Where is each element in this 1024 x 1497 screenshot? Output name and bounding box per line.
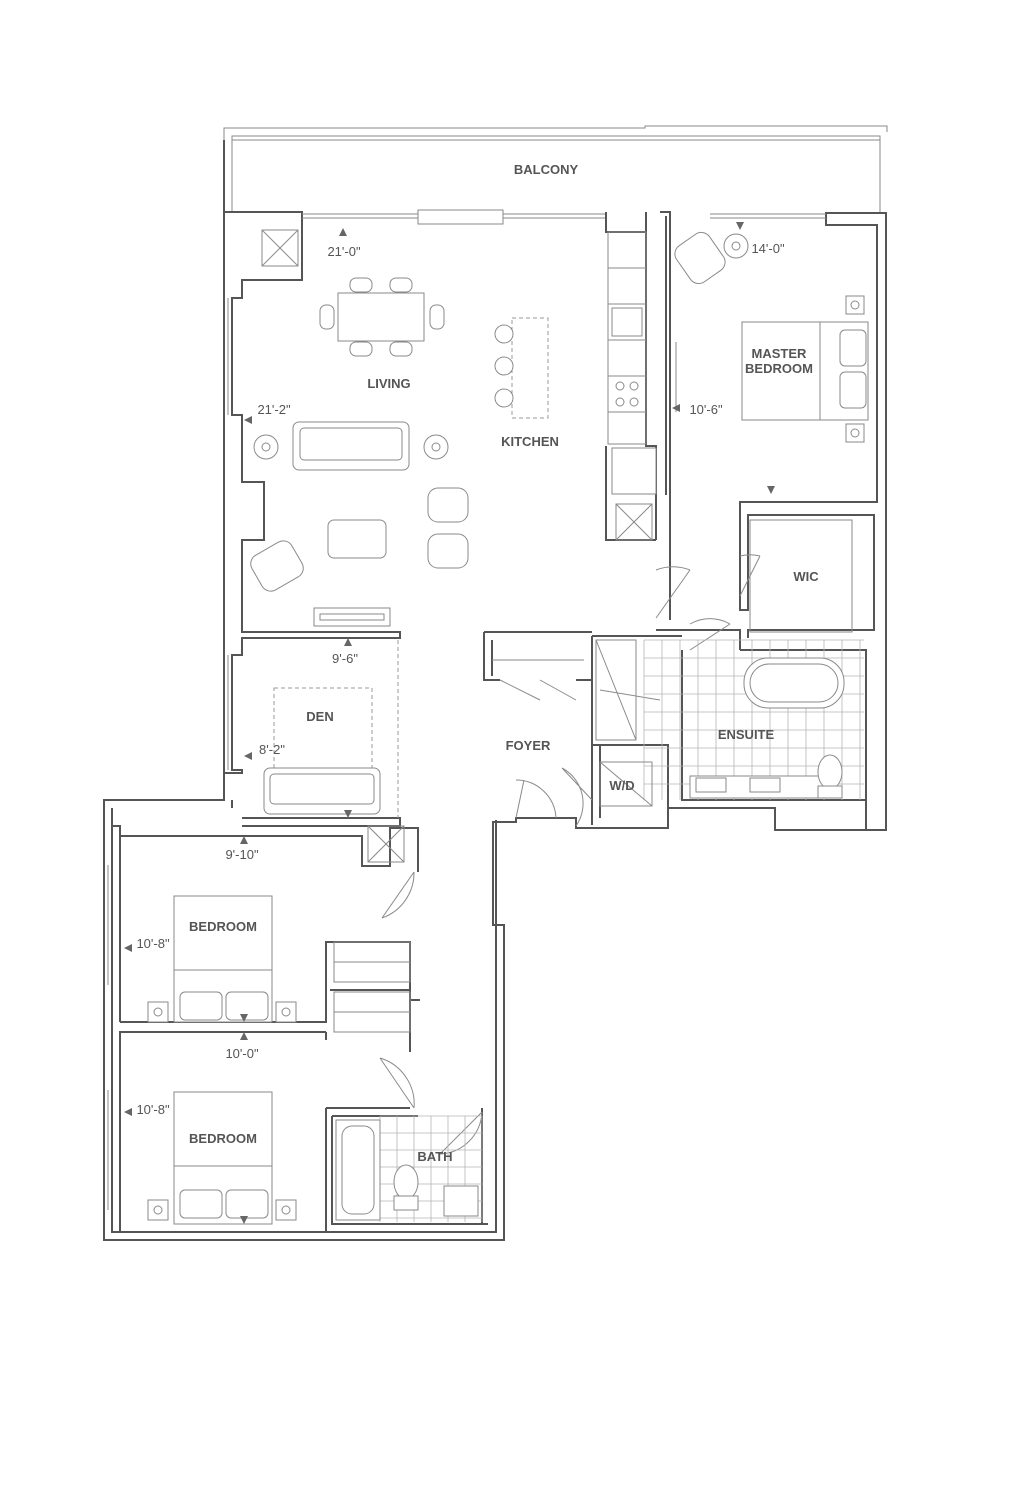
dimension-markers (124, 222, 775, 1224)
master-width-dimension: 14'-0" (751, 241, 785, 256)
exterior-walls (103, 140, 887, 1241)
balcony-label: BALCONY (514, 162, 579, 177)
wic-label: WIC (793, 569, 819, 584)
kitchen-fixtures (494, 231, 657, 495)
den-width-dimension: 9'-6" (332, 651, 358, 666)
laundry (599, 761, 653, 807)
master-length-dimension: 10'-6" (689, 402, 723, 417)
den-furniture (263, 640, 399, 818)
wic-shelving (749, 519, 853, 633)
bath-label: BATH (417, 1149, 452, 1164)
master-bedroom-label-line1: MASTER (752, 346, 808, 361)
ensuite-label: ENSUITE (718, 727, 775, 742)
bedroom-furniture (147, 895, 297, 1225)
living-length-dimension: 21'-2" (257, 402, 291, 417)
bedroom-lower-width-dimension: 10'-0" (225, 1046, 259, 1061)
bedroom-lower-label: BEDROOM (189, 1131, 257, 1146)
master-bedroom-label-line2: BEDROOM (745, 361, 813, 376)
master-furniture (674, 231, 869, 443)
bath-fixtures (335, 1115, 483, 1222)
foyer-label: FOYER (506, 738, 551, 753)
bedroom-upper-width-dimension: 9'-10" (225, 847, 259, 862)
den-label: DEN (306, 709, 333, 724)
doors (379, 554, 761, 1155)
wd-label: W/D (609, 778, 634, 793)
kitchen-label: KITCHEN (501, 434, 559, 449)
den-length-dimension: 8'-2" (259, 742, 285, 757)
bedroom-upper-label: BEDROOM (189, 919, 257, 934)
bedroom-upper-length-dimension: 10'-8" (136, 936, 170, 951)
ensuite-fixtures (595, 639, 864, 800)
living-label: LIVING (367, 376, 410, 391)
living-width-dimension: 21'-0" (327, 244, 361, 259)
living-furniture (250, 277, 469, 627)
bedroom-lower-length-dimension: 10'-8" (136, 1102, 170, 1117)
